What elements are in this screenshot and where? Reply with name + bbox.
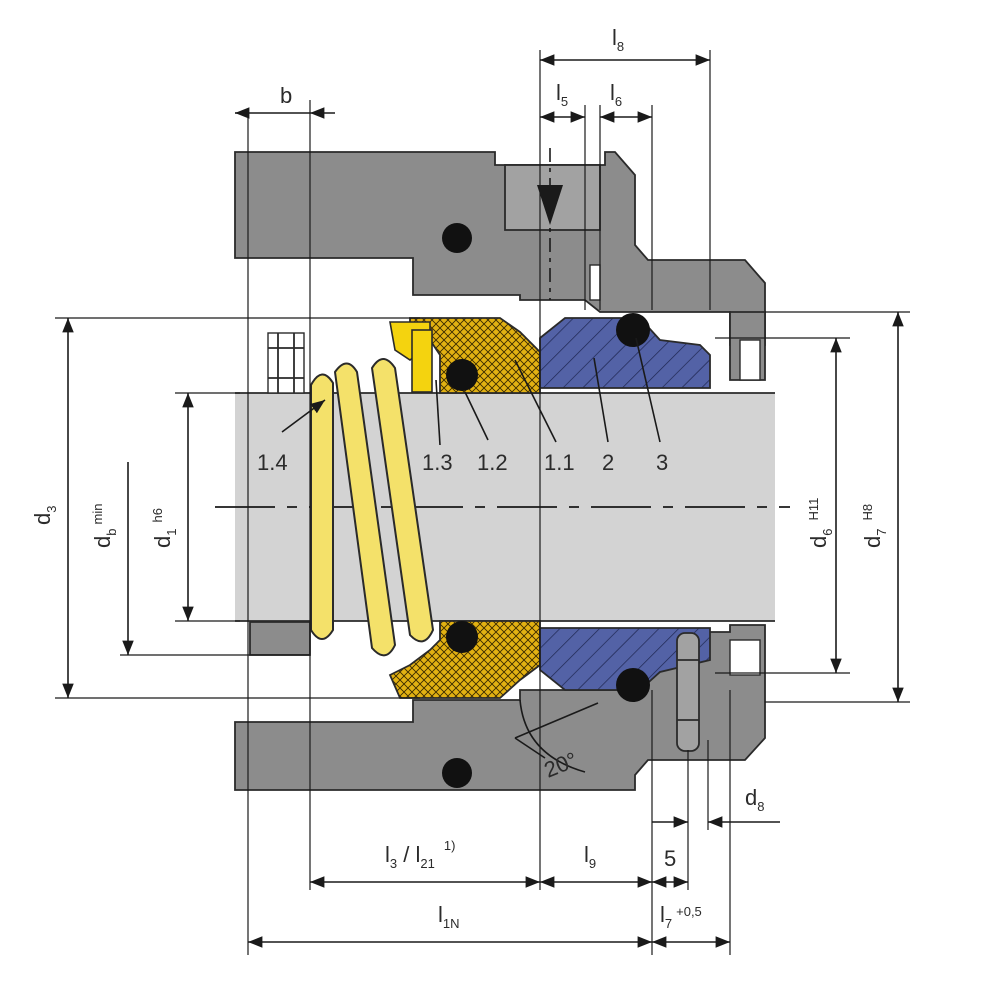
flow-arrow-icon	[537, 148, 563, 300]
housing-bottom	[234, 621, 766, 791]
part-label-1-4: 1.4	[257, 450, 288, 475]
dim-l3-l21: l3 / l211)	[385, 838, 455, 871]
dim-d3: d3	[30, 506, 59, 525]
dim-d8: d8	[745, 785, 764, 814]
part-label-1-3: 1.3	[422, 450, 453, 475]
o-ring-bellows-top	[446, 359, 478, 391]
o-ring-bellows-bottom	[446, 621, 478, 653]
part-label-2: 2	[602, 450, 614, 475]
part-label-1-2: 1.2	[477, 450, 508, 475]
seat-top	[539, 317, 711, 389]
dim-d7: d7H8	[860, 504, 889, 548]
drive-ring-top	[389, 321, 433, 393]
anti-rotation-pin	[676, 632, 700, 752]
housing-recess	[739, 339, 761, 381]
part-label-1-1: 1.1	[544, 450, 575, 475]
seat-bottom	[539, 627, 711, 691]
o-ring-seat-bottom	[616, 668, 650, 702]
dim-l7: l7+0,5	[660, 902, 702, 931]
housing-top	[234, 151, 766, 381]
dim-b: b	[280, 83, 292, 108]
dimension-lines	[62, 54, 904, 948]
dim-l5: l5	[556, 80, 568, 109]
o-ring-seat-top	[616, 313, 650, 347]
part-label-3: 3	[656, 450, 668, 475]
dim-l6: l6	[610, 80, 622, 109]
part-labels: 1.4 1.3 1.2 1.1 2 3	[257, 450, 668, 475]
dim-l8: l8	[612, 25, 624, 54]
housing-recess-bottom	[729, 639, 761, 676]
spring	[310, 358, 435, 657]
dimension-labels: b l8 l5 l6 d3 dbmin d1h6 d6H11 d7H8 d8 l…	[30, 25, 889, 931]
o-ring-housing-bottom	[442, 758, 472, 788]
part-leaders	[281, 337, 661, 446]
dim-d1: d1h6	[150, 508, 179, 548]
set-screw	[267, 332, 305, 394]
dim-d6: d6H11	[806, 498, 835, 548]
dim-l9: l9	[584, 842, 596, 871]
dim-db: dbmin	[90, 504, 119, 548]
dim-5: 5	[664, 846, 676, 871]
o-ring-housing-top	[442, 223, 472, 253]
dim-l1N: l1N	[438, 902, 460, 931]
o-rings	[442, 223, 650, 788]
housing-groove	[589, 264, 601, 301]
shaft	[215, 392, 790, 622]
